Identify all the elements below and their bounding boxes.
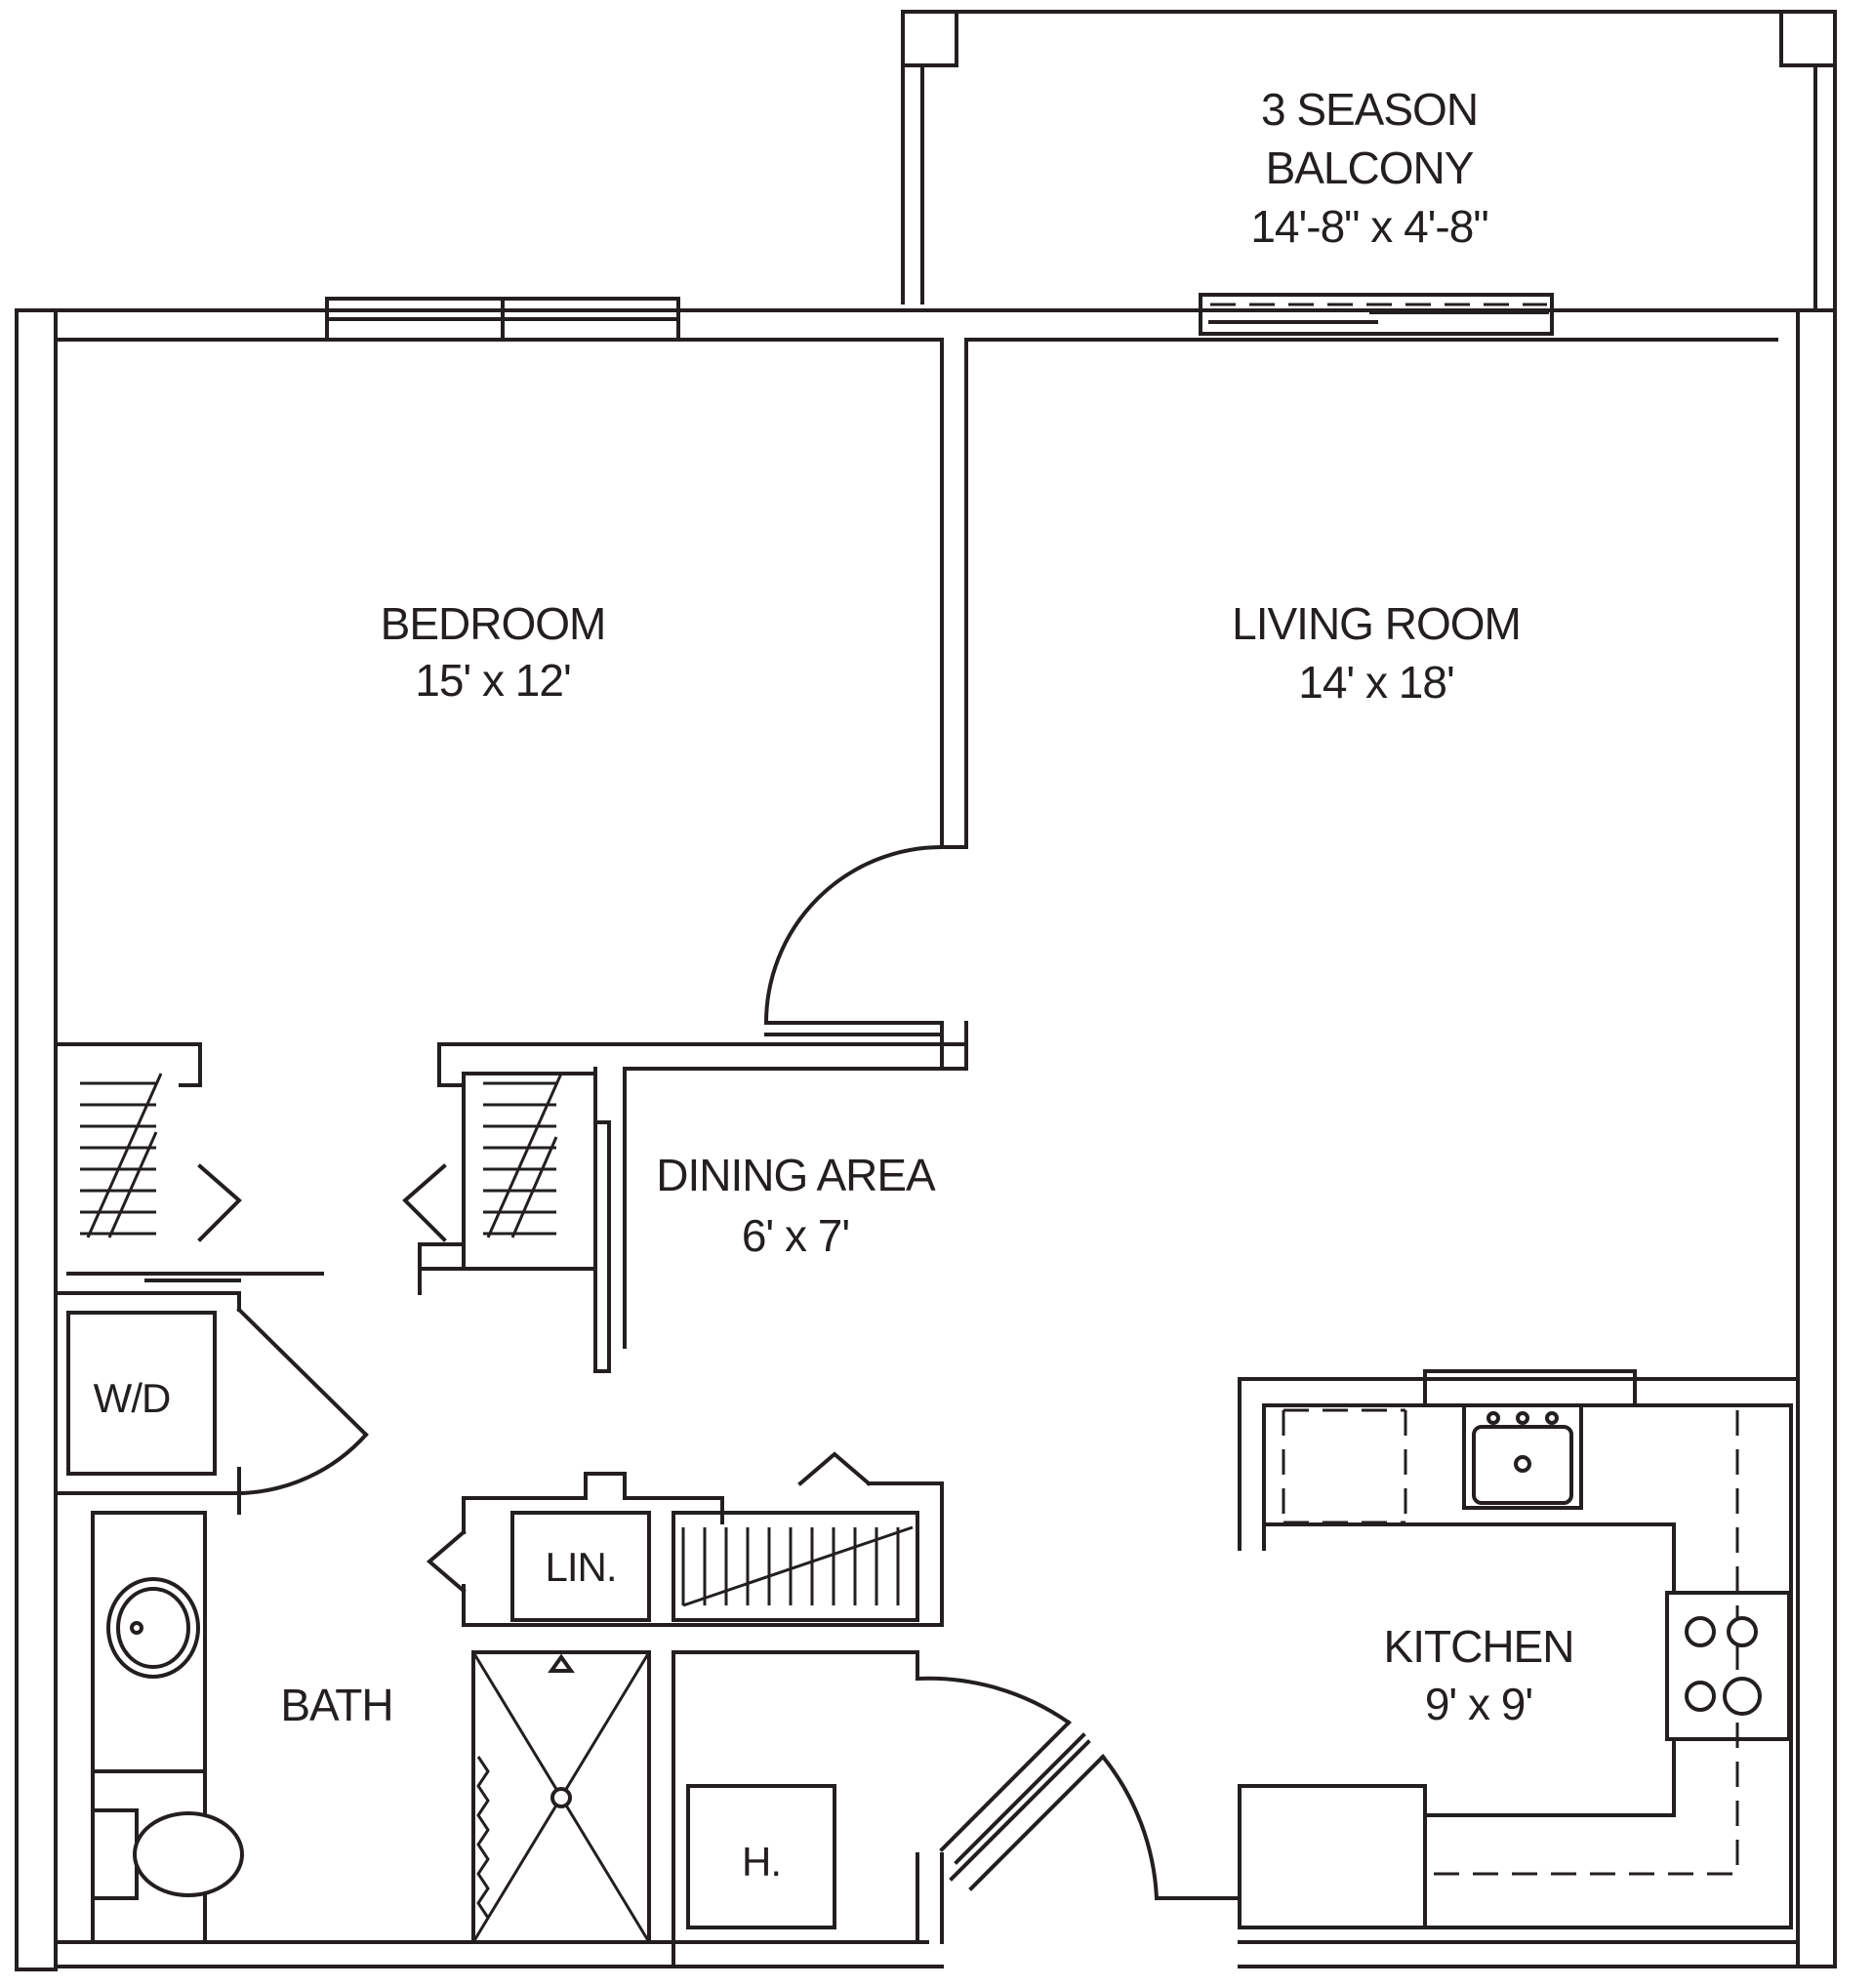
linen-top-wall (462, 1472, 724, 1524)
closet-sliding-door (66, 1272, 324, 1282)
hall-closet-hatch (681, 1525, 914, 1607)
kitchen-size: 9' x 9' (1425, 1679, 1532, 1729)
toilet-tank-icon (91, 1808, 139, 1900)
closet-door-right (402, 1163, 447, 1242)
lavatory-faucet-icon (130, 1621, 143, 1635)
bedroom-label: BEDROOM (381, 598, 606, 649)
right-closet-hatch (483, 1073, 563, 1238)
left-exterior-wall (15, 308, 58, 1971)
bedroom-bottom-wall (437, 1042, 968, 1349)
balcony-label-line2: BALCONY (1266, 142, 1474, 193)
living-room-size: 14' x 18' (1298, 657, 1453, 708)
kitchen-cabinets (1238, 1369, 1800, 1929)
sliding-door-panels (1208, 310, 1549, 324)
shower-head-marker (548, 1653, 575, 1673)
bath-label: BATH (280, 1680, 392, 1730)
balcony-outer-wall (901, 10, 1837, 312)
living-room-label: LIVING ROOM (1232, 598, 1521, 649)
balcony-label-line1: 3 SEASON (1261, 84, 1478, 135)
bedroom-living-divider (940, 338, 968, 849)
range (1665, 1591, 1791, 1741)
burner-icon (1723, 1677, 1762, 1716)
bottom-exterior-wall-left (54, 1940, 929, 1968)
balcony-side-rails (920, 66, 1817, 312)
heater-label: H. (742, 1839, 781, 1885)
balcony-size: 14'-8" x 4'-8" (1250, 201, 1487, 252)
bath-vanity-counter (91, 1511, 207, 1944)
wd-door-leaf (236, 1307, 369, 1438)
left-closet-wall (54, 1042, 202, 1087)
linen-closet-label: LIN. (545, 1544, 616, 1590)
pocket-door (593, 1120, 611, 1373)
right-exterior-wall (1796, 308, 1837, 1968)
lower-counter-outline (1238, 1784, 1793, 1929)
entry-jamb-right (1155, 1784, 1242, 1900)
heater-closet-wall (672, 1650, 944, 1968)
sink-cabinet (1462, 1403, 1583, 1510)
entry-door-leaf-right (949, 1739, 1106, 1891)
shower-stall (471, 1650, 651, 1944)
upper-cabinet-dashed (1282, 1408, 1407, 1524)
lavatory-basin (116, 1587, 190, 1669)
washer-dryer-label: W/D (94, 1375, 171, 1421)
left-closet-hatch (80, 1073, 163, 1238)
linen-door (426, 1529, 467, 1594)
entry-door-swing-right (1100, 1754, 1160, 1901)
dining-area-size: 6' x 7' (742, 1210, 849, 1261)
balcony-structure (901, 10, 1837, 336)
shower-curtain (476, 1756, 490, 1919)
dining-area-label: DINING AREA (656, 1150, 936, 1200)
washer-dryer-box (66, 1311, 217, 1476)
kitchen-upper-wall (1238, 1377, 1800, 1551)
burner-icon (1727, 1616, 1758, 1647)
kitchen-label: KITCHEN (1384, 1621, 1574, 1672)
hall-closet-box (672, 1511, 919, 1622)
burner-icon (1685, 1681, 1716, 1712)
bedroom-window (325, 297, 680, 342)
bedroom-size: 15' x 12' (415, 655, 570, 706)
bath-fixtures (91, 1577, 244, 1900)
closet-shelving (80, 1073, 914, 1607)
faucet-icon (1516, 1411, 1529, 1425)
hall-closet-door (797, 1451, 872, 1486)
toilet-bowl-icon (133, 1811, 244, 1897)
shower-drain (550, 1787, 572, 1808)
kitchen-counter-front (1262, 1522, 1676, 1593)
closet-door-left (197, 1163, 242, 1242)
heater-box (686, 1784, 836, 1929)
balcony-post-right (1779, 10, 1837, 67)
sliding-door-frame (1199, 293, 1554, 336)
balcony-post-left (901, 10, 958, 67)
entry-door-leaf-left (939, 1720, 1086, 1865)
linen-box (510, 1511, 651, 1622)
room-labels: 3 SEASON BALCONY 14'-8" x 4'-8" BEDROOM … (94, 84, 1575, 1885)
range-hood (1423, 1369, 1637, 1407)
refrigerator-box (1238, 1737, 1676, 1929)
interior-walls (54, 338, 1242, 1968)
entry-door-swing-left (915, 1676, 1072, 1725)
upper-cabinet-dashed-right (1425, 1410, 1739, 1876)
faucet-icon (1545, 1411, 1559, 1425)
linen-shower-wall (462, 1481, 944, 1627)
faucet-icon (1486, 1411, 1500, 1425)
sink-icon (1472, 1425, 1573, 1505)
bottom-exterior-wall-right (1238, 1940, 1837, 1968)
wd-door-swing (236, 1432, 369, 1496)
sink-drain-icon (1514, 1455, 1531, 1473)
burner-icon (1685, 1616, 1716, 1647)
right-closet-box (462, 1072, 597, 1271)
bedroom-door-swing (763, 844, 945, 1026)
